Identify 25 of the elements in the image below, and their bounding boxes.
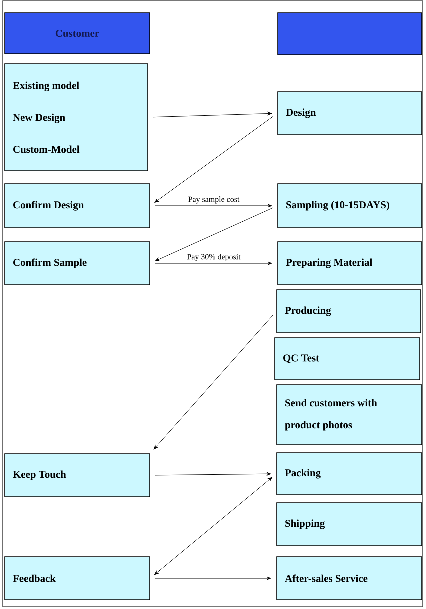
arrow [155, 204, 272, 208]
header-box: Customer [4, 12, 150, 54]
header-box [278, 12, 422, 56]
arrow [155, 576, 272, 580]
arrow [154, 116, 274, 203]
process-box: QC Test [274, 338, 420, 380]
arrow [155, 262, 272, 266]
arrow [153, 112, 272, 118]
arrow [154, 315, 274, 450]
process-box: Design [278, 92, 422, 136]
process-box: Feedback [4, 556, 150, 600]
arrow [154, 477, 272, 576]
process-box: Keep Touch [4, 454, 150, 498]
process-box: Sampling (10-15DAYS) [278, 184, 422, 228]
process-box: Producing [276, 290, 422, 334]
process-box: Preparing Material [278, 242, 422, 286]
process-box: Confirm Design [4, 184, 150, 228]
process-box: Send customers with product photos [276, 384, 422, 446]
process-box: Shipping [276, 502, 422, 546]
process-box: Existing model New Design Custom-Model [4, 64, 148, 172]
arrow [155, 208, 274, 262]
arrow [155, 472, 272, 476]
process-box: Confirm Sample [4, 242, 150, 286]
process-box: Packing [276, 452, 422, 496]
process-box: After-sales Service [276, 556, 422, 600]
